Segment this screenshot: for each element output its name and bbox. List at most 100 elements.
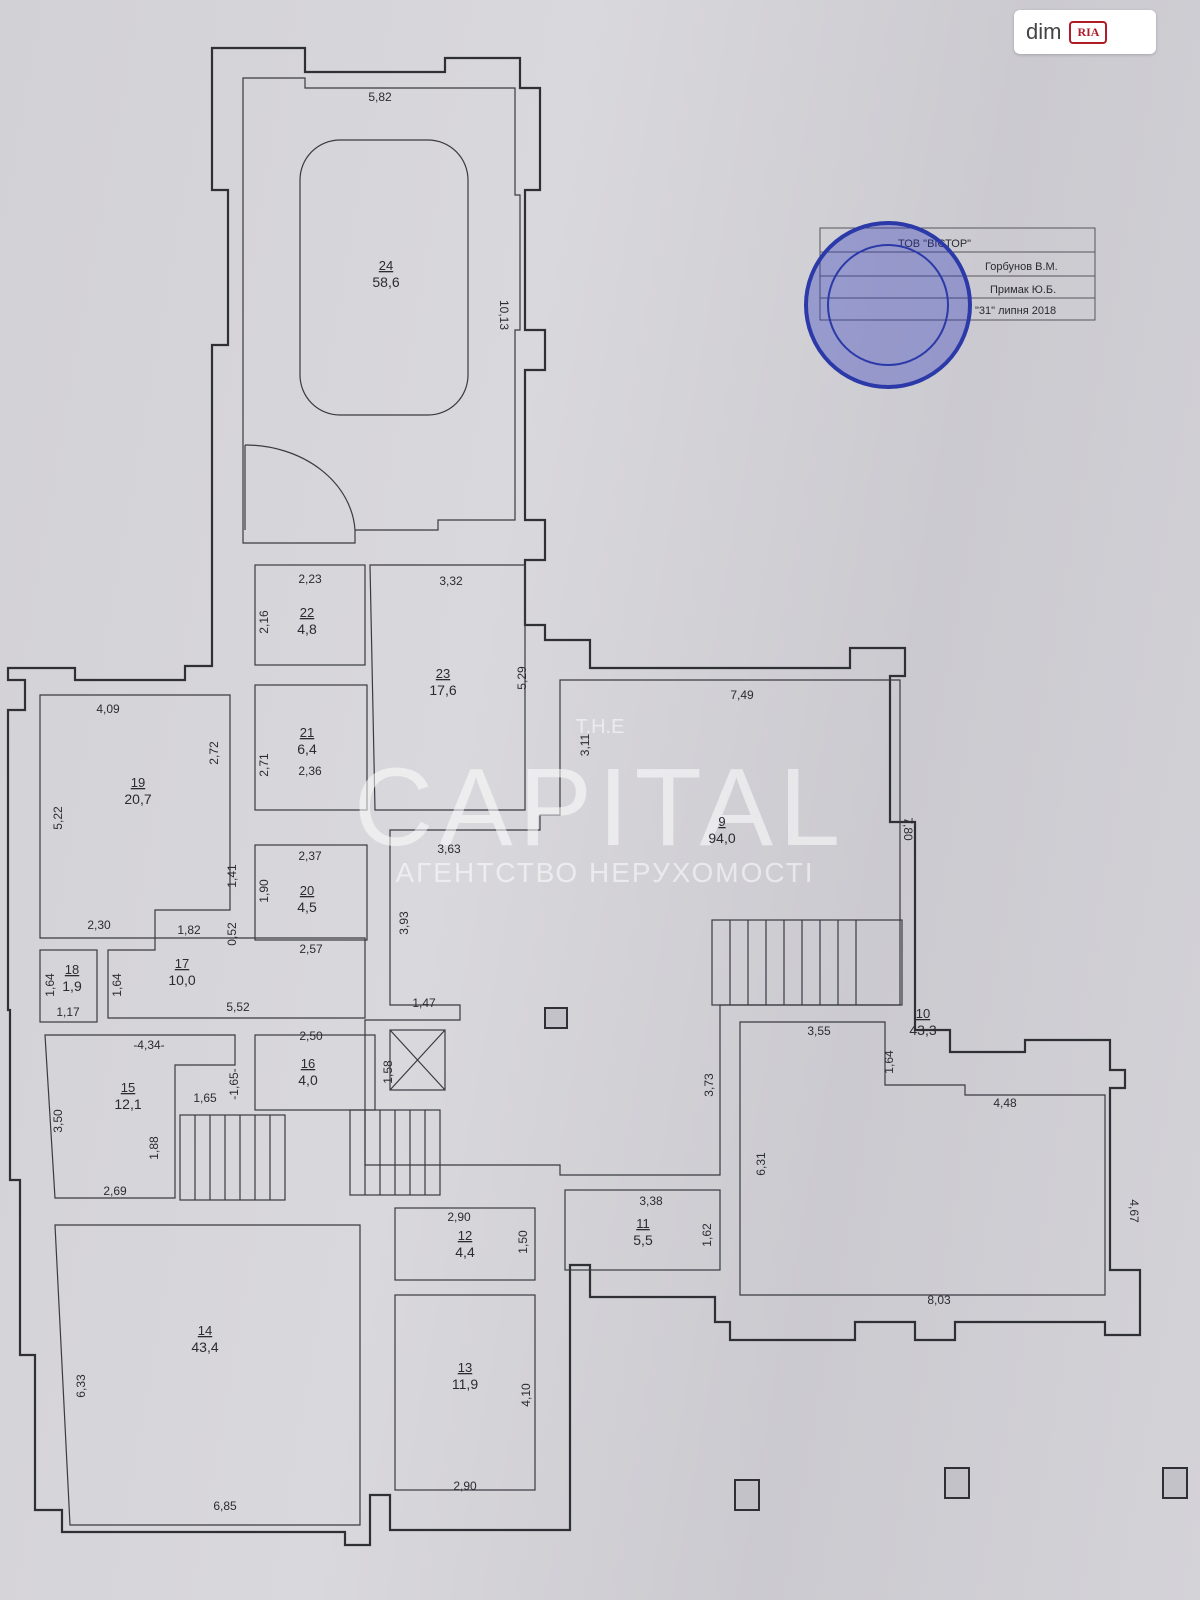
dimension-label: 2,36 bbox=[298, 764, 322, 778]
dimension-label: 6,85 bbox=[213, 1499, 237, 1513]
room-number: 20 bbox=[300, 883, 314, 898]
dimension-label: 3,50 bbox=[51, 1109, 65, 1133]
dimension-label: 1,64 bbox=[882, 1050, 896, 1074]
room-label-21: 216,4 bbox=[297, 725, 317, 757]
watermark-top: T.H.E bbox=[576, 716, 625, 738]
dimension-label: 5,52 bbox=[226, 1000, 250, 1014]
room-number: 23 bbox=[436, 666, 450, 681]
room-area: 4,8 bbox=[297, 621, 317, 637]
dimension-label: 6,33 bbox=[74, 1374, 88, 1398]
stamp-row3: "31" липня 2018 bbox=[975, 305, 1056, 317]
dim-ria-badge[interactable]: dim RIA bbox=[1014, 10, 1156, 54]
dimension-label: 0,52 bbox=[225, 922, 239, 946]
stamp-company: ТОВ "ВІСТОР" bbox=[898, 238, 971, 250]
dimension-label: 3,38 bbox=[639, 1194, 663, 1208]
dimension-label: -4,34- bbox=[133, 1038, 164, 1052]
room-area: 43,3 bbox=[909, 1022, 936, 1038]
badge-ria-logo: RIA bbox=[1069, 20, 1108, 44]
dimension-label: -1,65- bbox=[227, 1068, 241, 1099]
dimension-label: 4,67 bbox=[1127, 1199, 1141, 1223]
dimension-label: 1,90 bbox=[257, 879, 271, 903]
dimension-label: 10,13 bbox=[497, 300, 511, 330]
room-label-9: 994,0 bbox=[708, 814, 735, 846]
stamp-seal bbox=[804, 221, 972, 389]
watermark-sub: АГЕНТСТВО НЕРУХОМОСТІ bbox=[395, 857, 814, 888]
room-area: 12,1 bbox=[114, 1096, 141, 1112]
dimension-label: 2,50 bbox=[299, 1029, 323, 1043]
watermark: T.H.E CAPITAL АГЕНТСТВО НЕРУХОМОСТІ bbox=[354, 716, 840, 888]
pool-outline bbox=[299, 139, 469, 416]
dimension-label: 1,50 bbox=[516, 1230, 530, 1254]
dimension-label: 3,55 bbox=[807, 1024, 831, 1038]
dimension-label: 1,47 bbox=[412, 996, 436, 1010]
dimension-label: 3,11 bbox=[578, 733, 592, 756]
room-area: 43,4 bbox=[191, 1339, 218, 1355]
room-number: 10 bbox=[916, 1006, 930, 1021]
room-area: 20,7 bbox=[124, 791, 151, 807]
dimension-label: 1,64 bbox=[43, 973, 57, 997]
dimension-label: 1,82 bbox=[177, 923, 201, 937]
room-number: 24 bbox=[379, 258, 393, 273]
stairs-hall bbox=[729, 920, 857, 1005]
dimension-label: 1,41 bbox=[225, 864, 239, 888]
room-number: 13 bbox=[458, 1360, 472, 1375]
stairs-core bbox=[179, 1109, 441, 1201]
room-area: 4,5 bbox=[297, 899, 317, 915]
dimension-label: 2,71 bbox=[257, 753, 271, 777]
room-number: 15 bbox=[121, 1080, 135, 1095]
room-number: 21 bbox=[300, 725, 314, 740]
dimension-label: 8,03 bbox=[927, 1293, 951, 1307]
dimension-label: 2,16 bbox=[257, 610, 271, 634]
room-area: 17,6 bbox=[429, 682, 456, 698]
room-number: 14 bbox=[198, 1323, 212, 1338]
dimension-label: 1,58 bbox=[381, 1060, 395, 1084]
dimension-label: 2,69 bbox=[103, 1184, 127, 1198]
room-label-22: 224,8 bbox=[297, 605, 317, 637]
room-area: 4,4 bbox=[455, 1244, 475, 1260]
room-label-11: 115,5 bbox=[633, 1216, 653, 1248]
room-number: 9 bbox=[718, 814, 725, 829]
room-area: 94,0 bbox=[708, 830, 735, 846]
room-area: 1,9 bbox=[62, 978, 82, 994]
room-number: 17 bbox=[175, 956, 189, 971]
dimension-label: 4,09 bbox=[96, 702, 120, 716]
dimension-label: 1,17 bbox=[56, 1005, 80, 1019]
room-label-18: 181,9 bbox=[62, 962, 82, 994]
stamp-row2: Примак Ю.Б. bbox=[990, 284, 1056, 296]
dimension-label: 3,73 bbox=[702, 1073, 716, 1097]
room-number: 11 bbox=[636, 1216, 650, 1231]
dimension-label: 4,48 bbox=[993, 1096, 1017, 1110]
dimension-label: 7,80 bbox=[901, 817, 915, 841]
dimension-label: 5,82 bbox=[368, 90, 392, 104]
stamp-row1: Горбунов В.М. bbox=[985, 261, 1058, 273]
room-area: 5,5 bbox=[633, 1232, 653, 1248]
room-label-12: 124,4 bbox=[455, 1228, 475, 1260]
dimension-label: 4,10 bbox=[519, 1383, 533, 1407]
dimension-label: 5,29 bbox=[515, 666, 529, 690]
room-number: 16 bbox=[301, 1056, 315, 1071]
dimension-label: 3,93 bbox=[397, 911, 411, 935]
dimension-label: 1,64 bbox=[110, 973, 124, 997]
room-area: 58,6 bbox=[372, 274, 399, 290]
dimension-label: 2,37 bbox=[298, 849, 322, 863]
dimension-label: 1,65 bbox=[193, 1091, 217, 1105]
room-label-16: 164,0 bbox=[298, 1056, 318, 1088]
badge-dim-text: dim bbox=[1026, 19, 1062, 44]
room-area: 6,4 bbox=[297, 741, 317, 757]
dimension-label: 1,62 bbox=[700, 1223, 714, 1247]
dimension-label: 2,90 bbox=[453, 1479, 477, 1493]
room-area: 4,0 bbox=[298, 1072, 318, 1088]
dimension-label: 2,72 bbox=[207, 741, 221, 765]
room-area: 10,0 bbox=[168, 972, 195, 988]
dimension-label: 6,31 bbox=[754, 1152, 768, 1176]
